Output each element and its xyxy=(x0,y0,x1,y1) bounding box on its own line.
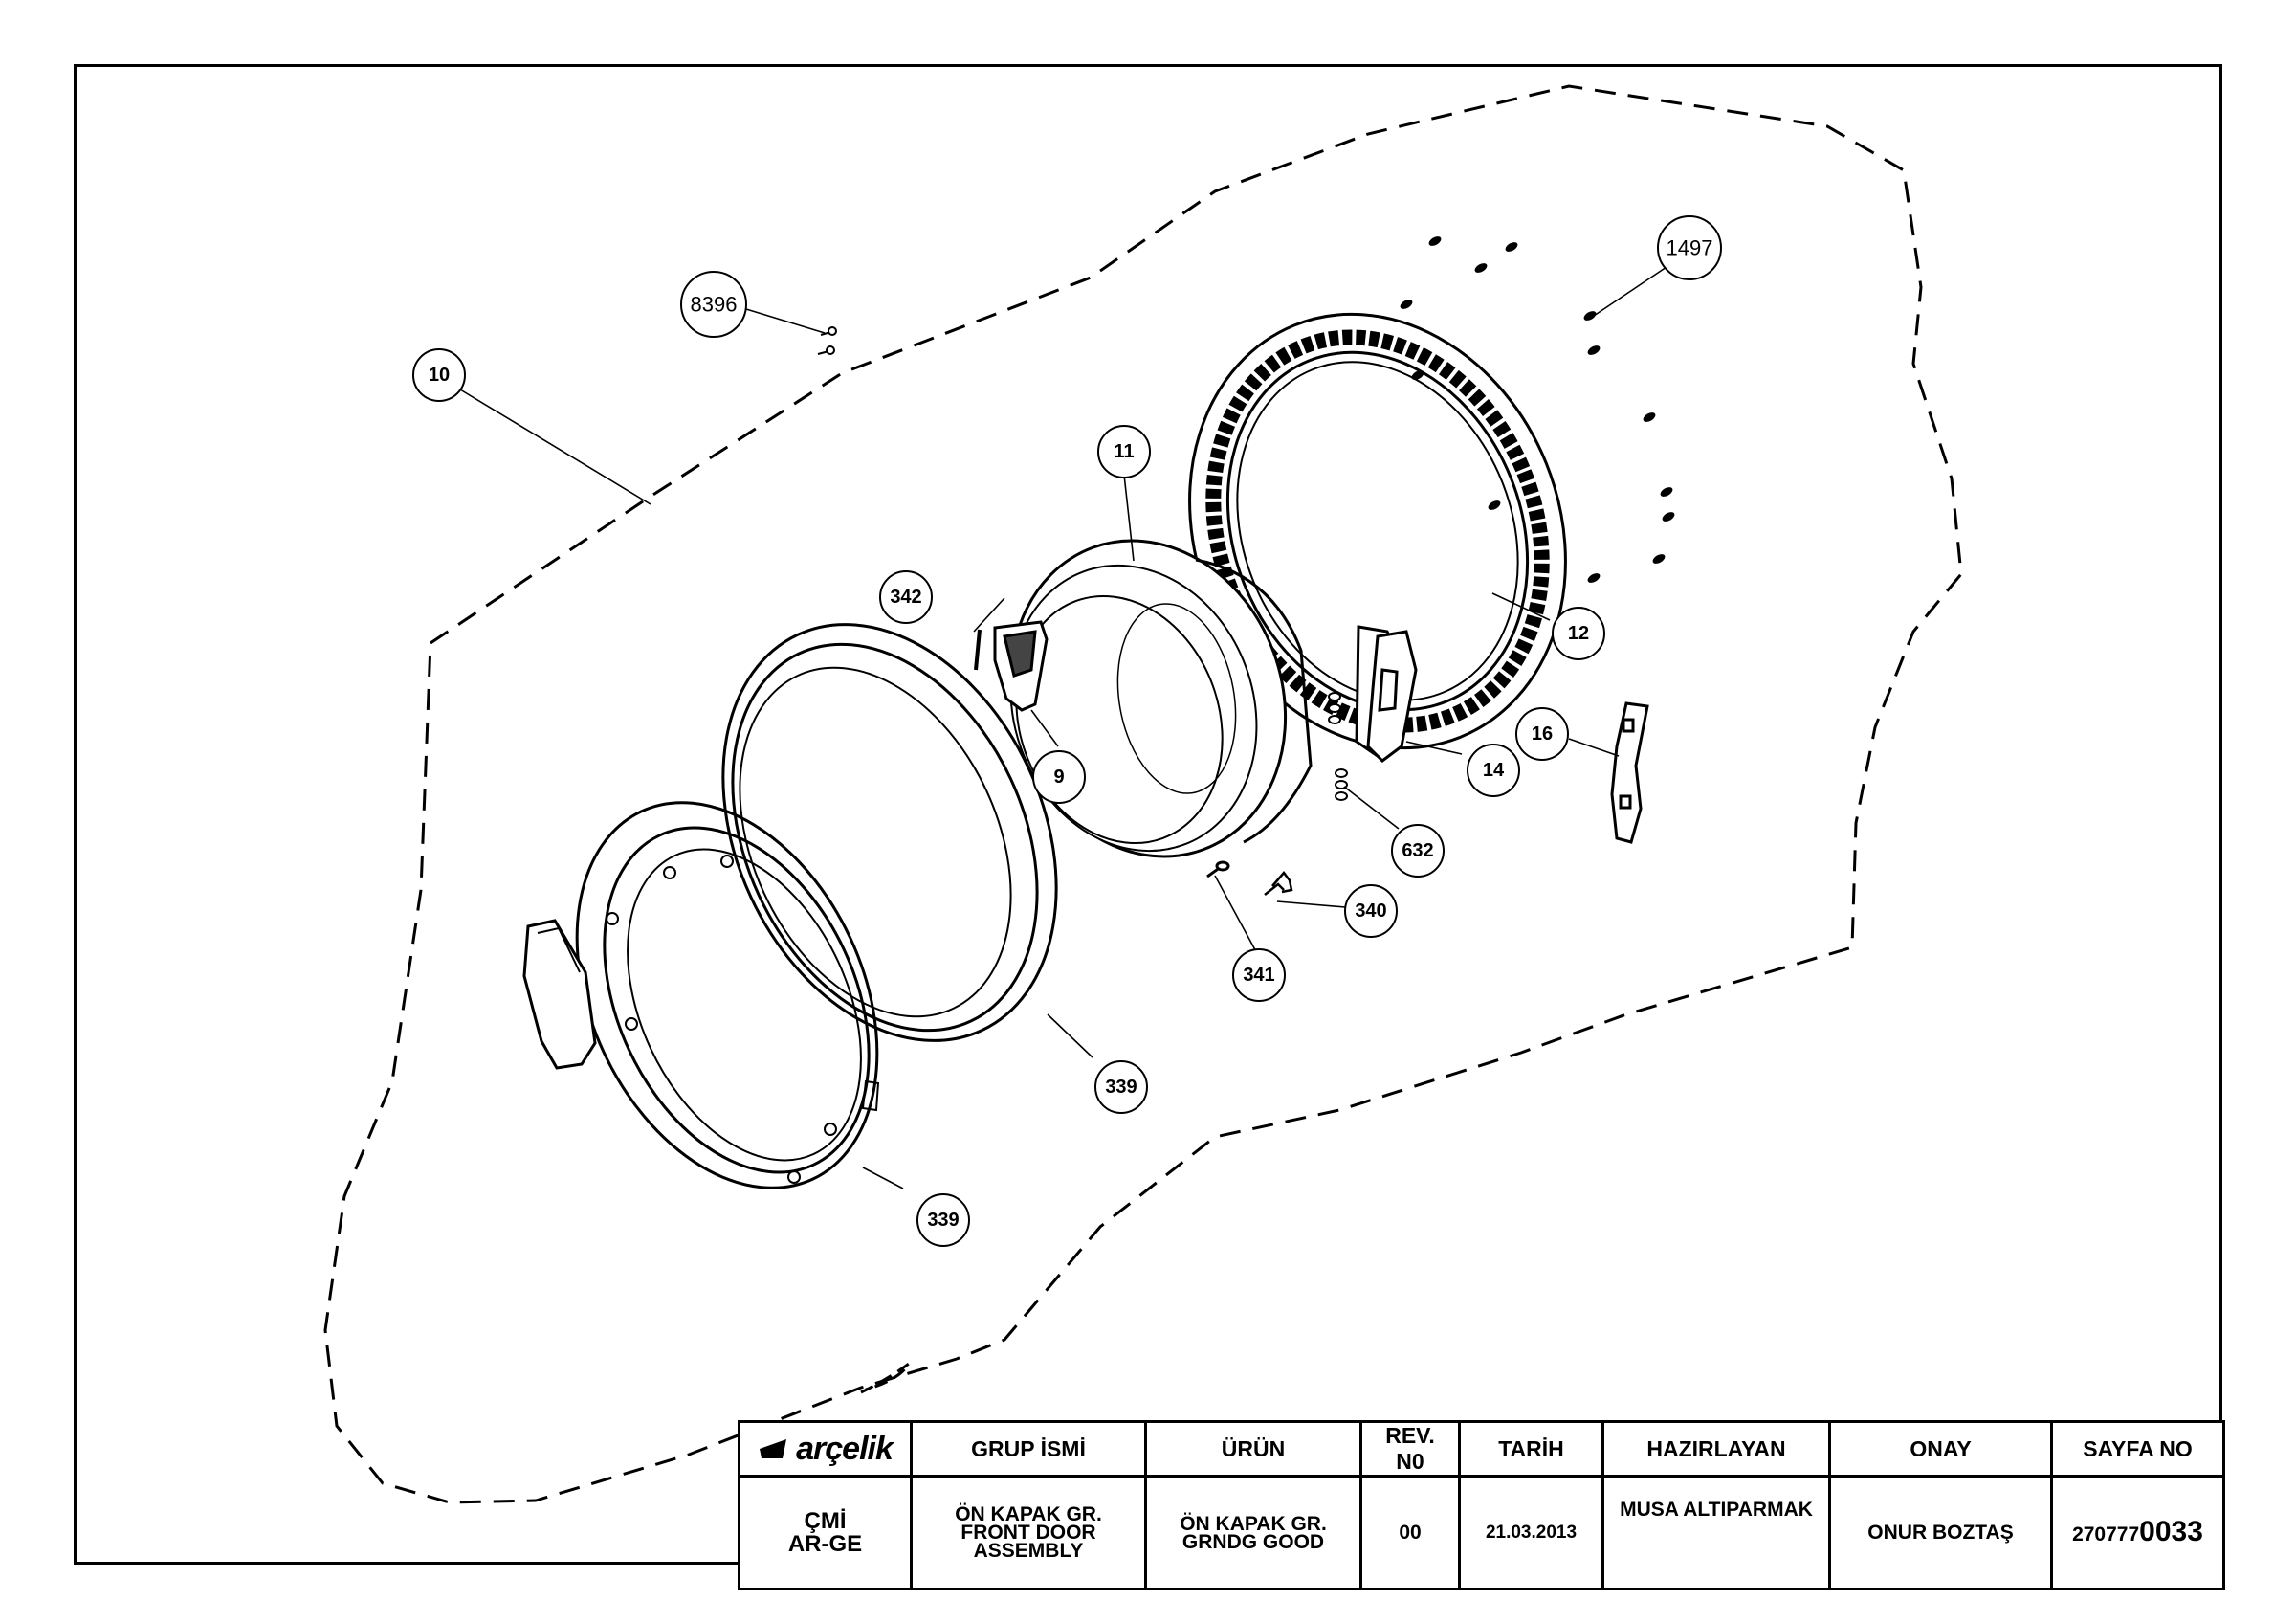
callout-341: 341 xyxy=(1232,948,1286,1002)
part-9-handle xyxy=(993,620,1049,712)
value-group-line2: FRONT DOOR xyxy=(960,1522,1096,1544)
callout-339-lower-label: 339 xyxy=(927,1210,959,1231)
part-339-rear-frame xyxy=(575,801,880,1189)
callout-341-label: 341 xyxy=(1243,965,1274,986)
value-rev: 00 xyxy=(1359,1475,1461,1590)
value-prepared-by: MUSA ALTIPARMAK xyxy=(1601,1475,1831,1590)
boundary-kink xyxy=(860,1362,911,1394)
callout-10: 10 xyxy=(412,348,466,402)
callout-16-label: 16 xyxy=(1532,723,1553,745)
value-page-no-prefix: 270777 xyxy=(2072,1523,2140,1545)
value-approval: ONUR BOZTAŞ xyxy=(1828,1475,2053,1590)
callout-342-label: 342 xyxy=(890,587,921,608)
header-group-name: GRUP İSMİ xyxy=(910,1420,1147,1478)
value-department: ÇMİ AR-GE xyxy=(738,1475,913,1590)
callout-16: 16 xyxy=(1515,707,1569,761)
header-rev: REV. N0 xyxy=(1359,1420,1461,1478)
value-product: ÖN KAPAK GR. GRNDG GOOD xyxy=(1144,1475,1362,1590)
value-date: 21.03.2013 xyxy=(1458,1475,1604,1590)
header-date: TARİH xyxy=(1458,1420,1604,1478)
part-342-pin xyxy=(974,629,982,671)
callout-342: 342 xyxy=(879,570,933,624)
value-group-line3: ASSEMBLY xyxy=(973,1540,1084,1562)
value-group-line1: ÖN KAPAK GR. xyxy=(955,1503,1102,1525)
callout-339-upper-label: 339 xyxy=(1105,1077,1137,1098)
part-341-screw xyxy=(1206,860,1230,878)
part-8396-screws xyxy=(817,326,837,355)
part-14-hinge xyxy=(1366,630,1418,763)
callout-9-label: 9 xyxy=(1053,767,1064,788)
callout-632-label: 632 xyxy=(1402,840,1433,861)
assembly-boundary xyxy=(323,84,1963,1504)
part-16-hinge-plate xyxy=(1610,701,1649,844)
callout-14-label: 14 xyxy=(1483,760,1505,781)
callout-339-upper: 339 xyxy=(1094,1060,1148,1114)
value-product-line1: ÖN KAPAK GR. xyxy=(1180,1512,1327,1535)
callout-632: 632 xyxy=(1391,824,1445,878)
value-page-no-main: 0033 xyxy=(2139,1515,2203,1547)
part-339-front-frame xyxy=(721,623,1058,1042)
callout-8396-label: 8396 xyxy=(691,293,738,317)
header-rev-line2: N0 xyxy=(1396,1449,1424,1474)
value-group-name: ÖN KAPAK GR. FRONT DOOR ASSEMBLY xyxy=(910,1475,1147,1590)
header-rev-line1: REV. xyxy=(1385,1423,1435,1449)
value-page-no: 2707770033 xyxy=(2050,1475,2225,1590)
callout-1497-label: 1497 xyxy=(1667,236,1713,260)
header-approval: ONAY xyxy=(1828,1420,2053,1478)
callout-340-label: 340 xyxy=(1355,900,1386,922)
callout-339-lower: 339 xyxy=(916,1193,970,1247)
logo-mark-icon xyxy=(760,1439,787,1458)
callout-14: 14 xyxy=(1467,744,1520,797)
part-632-fasteners xyxy=(1328,692,1348,801)
part-1497-screws xyxy=(1400,236,1675,583)
callout-12: 12 xyxy=(1552,607,1605,660)
callout-11: 11 xyxy=(1097,425,1151,478)
header-product: ÜRÜN xyxy=(1144,1420,1362,1478)
title-block: arçelik GRUP İSMİ ÜRÜN REV. N0 TARİH HAZ… xyxy=(738,1420,2225,1590)
logo-text: arçelik xyxy=(796,1430,894,1467)
leader-lines xyxy=(454,262,1673,1189)
part-340-latch xyxy=(1264,871,1293,896)
header-page-no: SAYFA NO xyxy=(2050,1420,2225,1478)
callout-1497: 1497 xyxy=(1657,215,1722,280)
part-door-cover xyxy=(522,919,597,1070)
value-department-line1: ÇMİ xyxy=(804,1507,847,1534)
callout-9: 9 xyxy=(1032,750,1086,804)
company-logo: arçelik xyxy=(738,1420,913,1478)
value-product-line2: GRNDG GOOD xyxy=(1181,1530,1325,1553)
callout-12-label: 12 xyxy=(1568,623,1589,644)
callout-11-label: 11 xyxy=(1114,441,1134,462)
callout-10-label: 10 xyxy=(429,365,450,386)
value-department-line2: AR-GE xyxy=(787,1530,863,1557)
header-prepared-by: HAZIRLAYAN xyxy=(1601,1420,1831,1478)
callout-340: 340 xyxy=(1344,884,1398,938)
callout-8396: 8396 xyxy=(680,271,747,338)
